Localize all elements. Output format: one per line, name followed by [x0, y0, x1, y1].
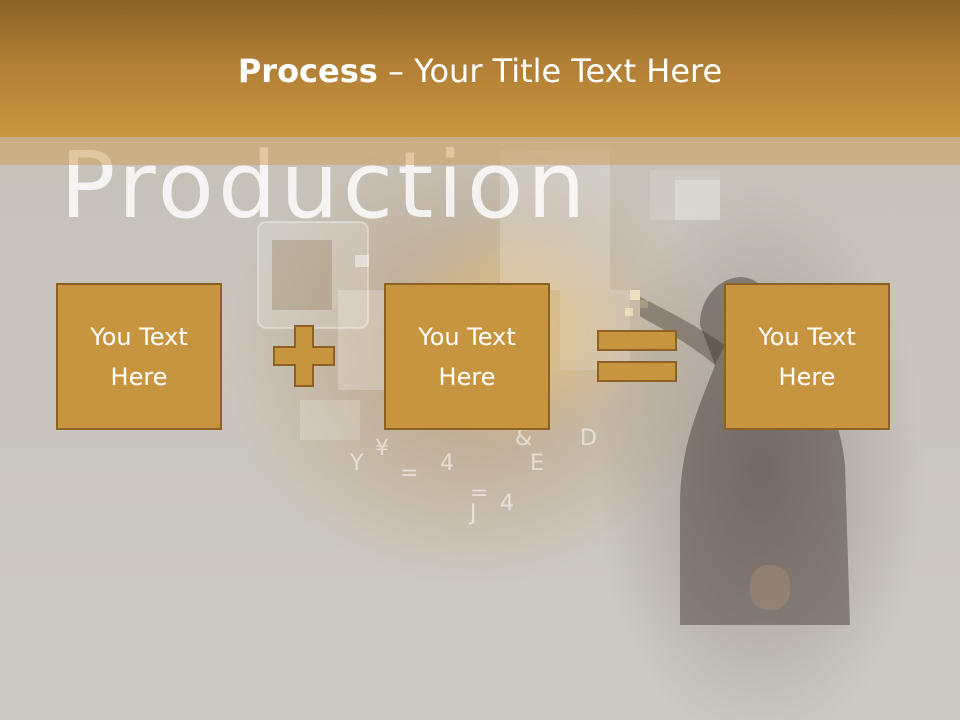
- plus-icon: [273, 325, 335, 387]
- slide-title[interactable]: Process – Your Title Text Here: [0, 52, 960, 90]
- svg-text:E: E: [530, 451, 544, 476]
- svg-text:&: &: [515, 426, 532, 451]
- svg-text:¥: ¥: [375, 436, 389, 461]
- svg-text:4: 4: [500, 491, 514, 516]
- process-box-3[interactable]: You Text Here: [724, 283, 890, 430]
- title-bold: Process: [237, 52, 378, 90]
- person-silhouette: [640, 277, 850, 625]
- svg-text:Y: Y: [349, 451, 364, 476]
- process-box-3-text: You Text Here: [758, 322, 856, 391]
- process-box-1-text: You Text Here: [90, 322, 188, 391]
- process-box-2-text: You Text Here: [418, 322, 516, 391]
- svg-text:D: D: [580, 426, 597, 451]
- process-box-1[interactable]: You Text Here: [56, 283, 222, 430]
- svg-text:=: =: [470, 481, 488, 506]
- svg-text:=: =: [400, 461, 418, 486]
- header-band: [0, 0, 960, 137]
- title-rest: – Your Title Text Here: [377, 52, 723, 90]
- process-box-2[interactable]: You Text Here: [384, 283, 550, 430]
- svg-text:J: J: [468, 501, 477, 526]
- equals-icon: [597, 330, 677, 382]
- header-fade-band: [0, 137, 960, 165]
- svg-text:4: 4: [440, 451, 454, 476]
